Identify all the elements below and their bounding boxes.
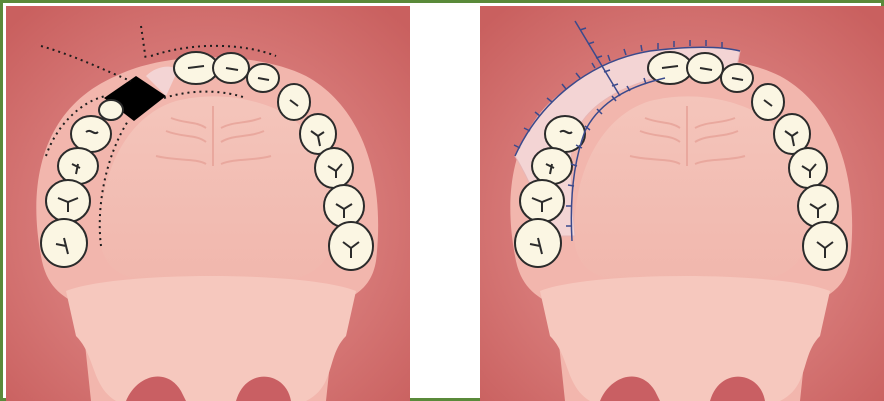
tooth [803, 222, 847, 270]
tooth [41, 219, 87, 267]
tooth [324, 185, 364, 227]
soft-palate [540, 276, 830, 401]
panel-before [6, 6, 410, 401]
soft-palate [66, 276, 356, 401]
maxilla-with-graft-icon [480, 6, 884, 401]
maxilla-with-defect-icon [6, 6, 410, 401]
tooth [315, 148, 353, 188]
tooth [798, 185, 838, 227]
tooth [71, 116, 111, 152]
panel-after [480, 6, 884, 401]
tooth [515, 219, 561, 267]
tooth [329, 222, 373, 270]
tooth [789, 148, 827, 188]
tooth [99, 100, 123, 120]
